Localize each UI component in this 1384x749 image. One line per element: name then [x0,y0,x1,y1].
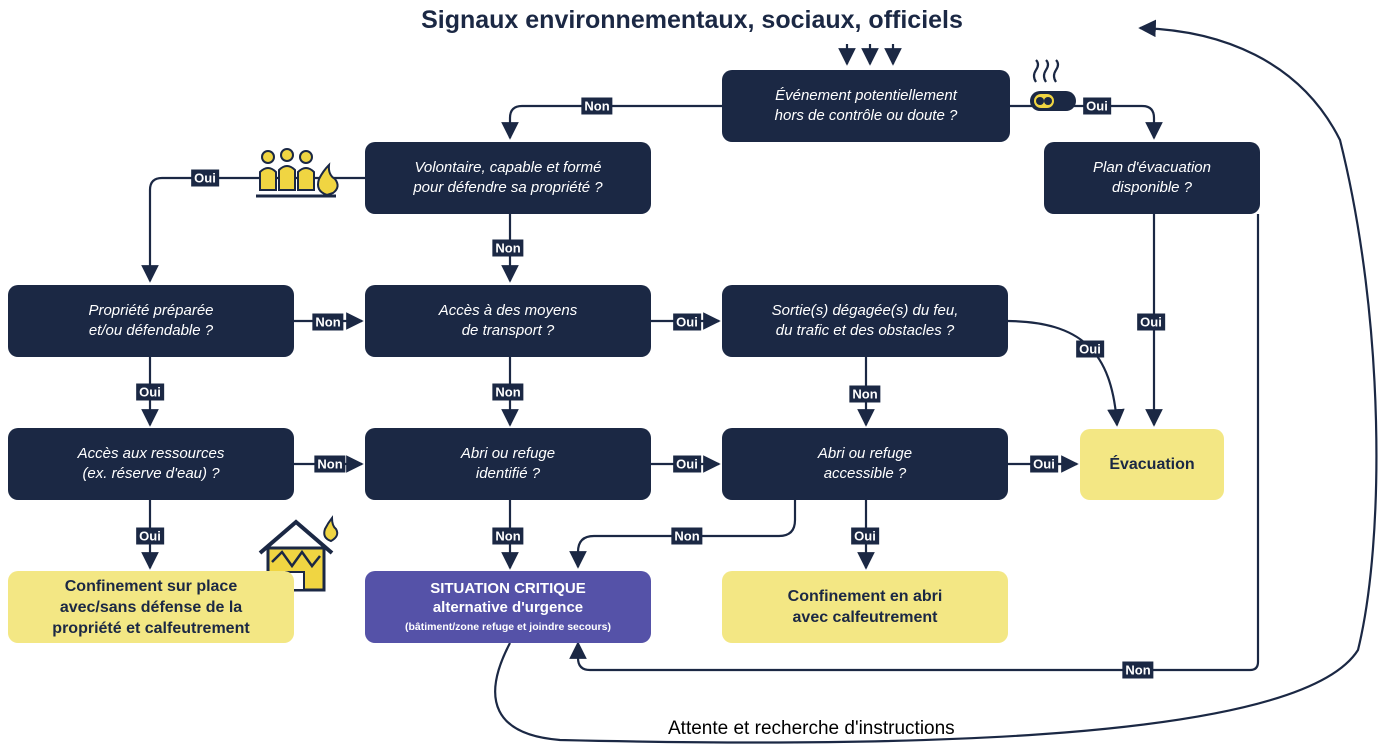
edge-label-yes: Oui [191,169,219,187]
edge-label-no: Non [492,383,524,401]
edge-label-yes: Oui [851,527,879,545]
edge-label-yes: Oui [673,313,701,331]
critical-note: (bâtiment/zone refuge et joindre secours… [405,621,611,633]
outcome-confine-shelter: Confinement en abri avec calfeutrement [722,571,1008,643]
node-shelter-identified: Abri ou refuge identifié ? [365,428,651,500]
node-property: Propriété préparée et/ou défendable ? [8,285,294,357]
edge-label-yes: Oui [136,527,164,545]
node-resources: Accès aux ressources (ex. réserve d'eau)… [8,428,294,500]
diagram-title: Signaux environnementaux, sociaux, offic… [421,6,963,34]
edge-label-no: Non [1122,661,1154,679]
outcome-confine-in-place: Confinement sur place avec/sans défense … [8,571,294,643]
edge-label-yes: Oui [1076,340,1104,358]
node-shelter-accessible: Abri ou refuge accessible ? [722,428,1008,500]
node-transport: Accès à des moyens de transport ? [365,285,651,357]
edge-label-yes: Oui [136,383,164,401]
edge-label-no: Non [312,313,344,331]
edge-label-yes: Oui [1083,97,1111,115]
node-volunteer: Volontaire, capable et formé pour défend… [365,142,651,214]
edge-label-yes: Oui [1030,455,1058,473]
edge-label-no: Non [849,385,881,403]
edge-label-no: Non [492,527,524,545]
edge-label-no: Non [581,97,613,115]
node-event: Événement potentiellement hors de contrô… [722,70,1010,142]
outcome-evacuation: Évacuation [1080,429,1224,500]
house-fire-icon [258,515,339,592]
edge-label-no: Non [492,239,524,257]
node-evacuation-plan: Plan d'évacuation disponible ? [1044,142,1260,214]
edge-label-yes: Oui [673,455,701,473]
fire-truck-icon [1030,59,1076,111]
edge-label-yes: Oui [1137,313,1165,331]
edge-label-no: Non [314,455,346,473]
critical-subtitle: alternative d'urgence [432,599,584,616]
people-fire-icon [256,148,339,198]
node-exits: Sortie(s) dégagée(s) du feu, du trafic e… [722,285,1008,357]
outcome-critical-situation: SITUATION CRITIQUE alternative d'urgence… [365,571,651,643]
edge-label-no: Non [671,527,703,545]
critical-title: SITUATION CRITIQUE [430,580,586,597]
wait-instructions-label: Attente et recherche d'instructions [668,718,955,739]
